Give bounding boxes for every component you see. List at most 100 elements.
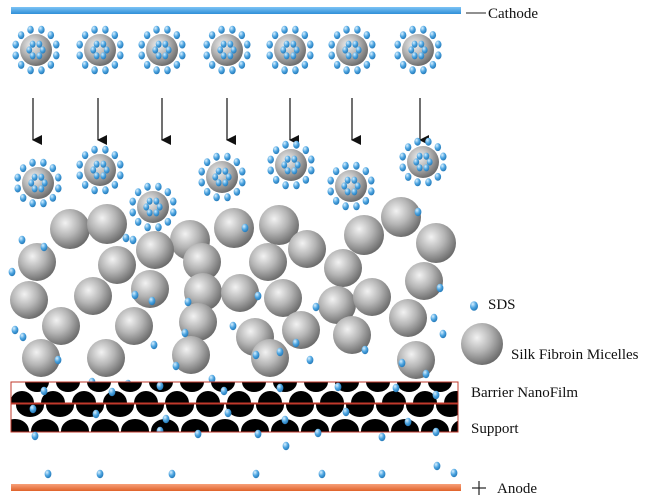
silk-fibroin-sphere bbox=[397, 341, 435, 379]
sds-molecule bbox=[91, 186, 98, 195]
sds-molecule bbox=[271, 60, 279, 69]
legend: SDS Silk Fibroin Micelles Barrier NanoFi… bbox=[461, 297, 639, 437]
legend-micelle-icon bbox=[461, 323, 503, 365]
sds-molecule bbox=[266, 40, 273, 49]
silk-fibroin-sphere bbox=[259, 205, 299, 245]
support-pore bbox=[361, 419, 389, 432]
sds-molecule bbox=[17, 31, 25, 40]
silk-fibroin-sphere bbox=[74, 277, 112, 315]
barrier-semicircle bbox=[258, 391, 282, 403]
sds-molecule bbox=[308, 155, 315, 164]
sds-molecule bbox=[156, 382, 164, 391]
sds-molecule bbox=[284, 155, 291, 163]
sds-molecule bbox=[93, 52, 100, 60]
sds-molecule bbox=[361, 345, 369, 355]
sds-molecule bbox=[399, 31, 407, 40]
sds-molecule bbox=[102, 25, 109, 34]
sds-molecule bbox=[276, 347, 284, 357]
sds-molecule bbox=[100, 40, 107, 48]
support-pore bbox=[301, 419, 329, 432]
sds-molecule bbox=[411, 40, 418, 48]
sds-molecule bbox=[155, 223, 162, 232]
sds-molecule bbox=[100, 160, 107, 168]
sds-molecule bbox=[90, 166, 97, 174]
barrier-semicircle bbox=[103, 391, 127, 403]
sds-molecule bbox=[233, 158, 241, 167]
barrier-semicircle bbox=[180, 382, 204, 392]
sds-molecule bbox=[413, 158, 420, 166]
sds-molecule bbox=[434, 143, 442, 152]
silk-fibroin-sphere bbox=[333, 316, 371, 354]
silk-fibroin-sphere bbox=[288, 230, 326, 268]
barrier-semicircle bbox=[134, 391, 158, 403]
sds-molecule bbox=[165, 46, 172, 54]
sds-molecule bbox=[408, 46, 415, 54]
sds-molecule bbox=[81, 151, 89, 160]
silk-fibroin-sphere bbox=[249, 243, 287, 281]
sds-molecule bbox=[117, 40, 124, 49]
sds-molecule bbox=[398, 358, 406, 368]
sds-molecule bbox=[281, 66, 288, 75]
sds-molecule bbox=[103, 166, 110, 174]
sds-molecule bbox=[31, 431, 39, 441]
sds-molecule bbox=[164, 188, 172, 197]
support-pore bbox=[226, 404, 254, 417]
sds-molecule bbox=[399, 152, 406, 161]
sds-molecule bbox=[293, 140, 300, 149]
sds-molecule bbox=[155, 182, 162, 191]
sds-molecule bbox=[254, 291, 262, 301]
sds-molecule bbox=[173, 60, 181, 69]
sds-molecule bbox=[91, 145, 98, 154]
sds-molecule bbox=[353, 161, 360, 170]
sds-molecule bbox=[179, 51, 186, 60]
sds-molecule bbox=[351, 176, 358, 184]
sds-molecule bbox=[344, 188, 351, 196]
legend-sds-label: SDS bbox=[488, 297, 516, 313]
sds-molecule bbox=[212, 173, 219, 181]
sds-molecule bbox=[318, 469, 326, 479]
silk-fibroin-core bbox=[137, 191, 169, 223]
sds-molecule bbox=[267, 166, 274, 175]
silk-fibroin-sphere bbox=[131, 270, 169, 308]
sds-molecule bbox=[170, 197, 177, 206]
barrier-semicircle bbox=[196, 391, 220, 403]
support-pore bbox=[166, 404, 194, 417]
sds-molecule bbox=[399, 60, 407, 69]
support-pore bbox=[46, 404, 74, 417]
sds-molecule bbox=[362, 167, 370, 176]
silk-fibroin-sphere bbox=[184, 273, 222, 311]
sds-molecule bbox=[8, 267, 16, 277]
sds-molecule bbox=[404, 417, 412, 427]
top-micelle bbox=[394, 25, 442, 75]
sds-molecule bbox=[436, 283, 444, 293]
sds-molecule bbox=[290, 40, 297, 48]
sds-molecule bbox=[343, 66, 350, 75]
sds-molecule bbox=[40, 199, 47, 208]
sds-molecule bbox=[362, 196, 370, 205]
sds-molecule bbox=[343, 25, 350, 34]
sds-molecule bbox=[164, 217, 172, 226]
sds-molecule bbox=[225, 173, 232, 181]
sds-molecule bbox=[345, 52, 352, 60]
sds-molecule bbox=[369, 51, 376, 60]
sds-molecule bbox=[90, 46, 97, 54]
arriving-micelle bbox=[129, 182, 177, 232]
sds-molecule bbox=[440, 152, 447, 161]
silk-fibroin-core bbox=[402, 34, 434, 66]
support-pore bbox=[331, 419, 359, 432]
sds-molecule bbox=[31, 185, 38, 193]
arriving-micelle bbox=[267, 140, 315, 190]
sds-molecule bbox=[81, 180, 89, 189]
barrier-semicircle bbox=[304, 382, 328, 392]
sds-molecule bbox=[354, 66, 361, 75]
silk-fibroin-sphere bbox=[381, 197, 421, 237]
sds-molecule bbox=[363, 31, 371, 40]
support-pore bbox=[136, 404, 164, 417]
sds-molecule bbox=[129, 208, 136, 217]
barrier-semicircle bbox=[320, 391, 344, 403]
silk-fibroin-sphere bbox=[264, 279, 302, 317]
sds-molecule bbox=[426, 158, 433, 166]
sds-molecule bbox=[224, 152, 231, 161]
silk-fibroin-sphere bbox=[282, 311, 320, 349]
